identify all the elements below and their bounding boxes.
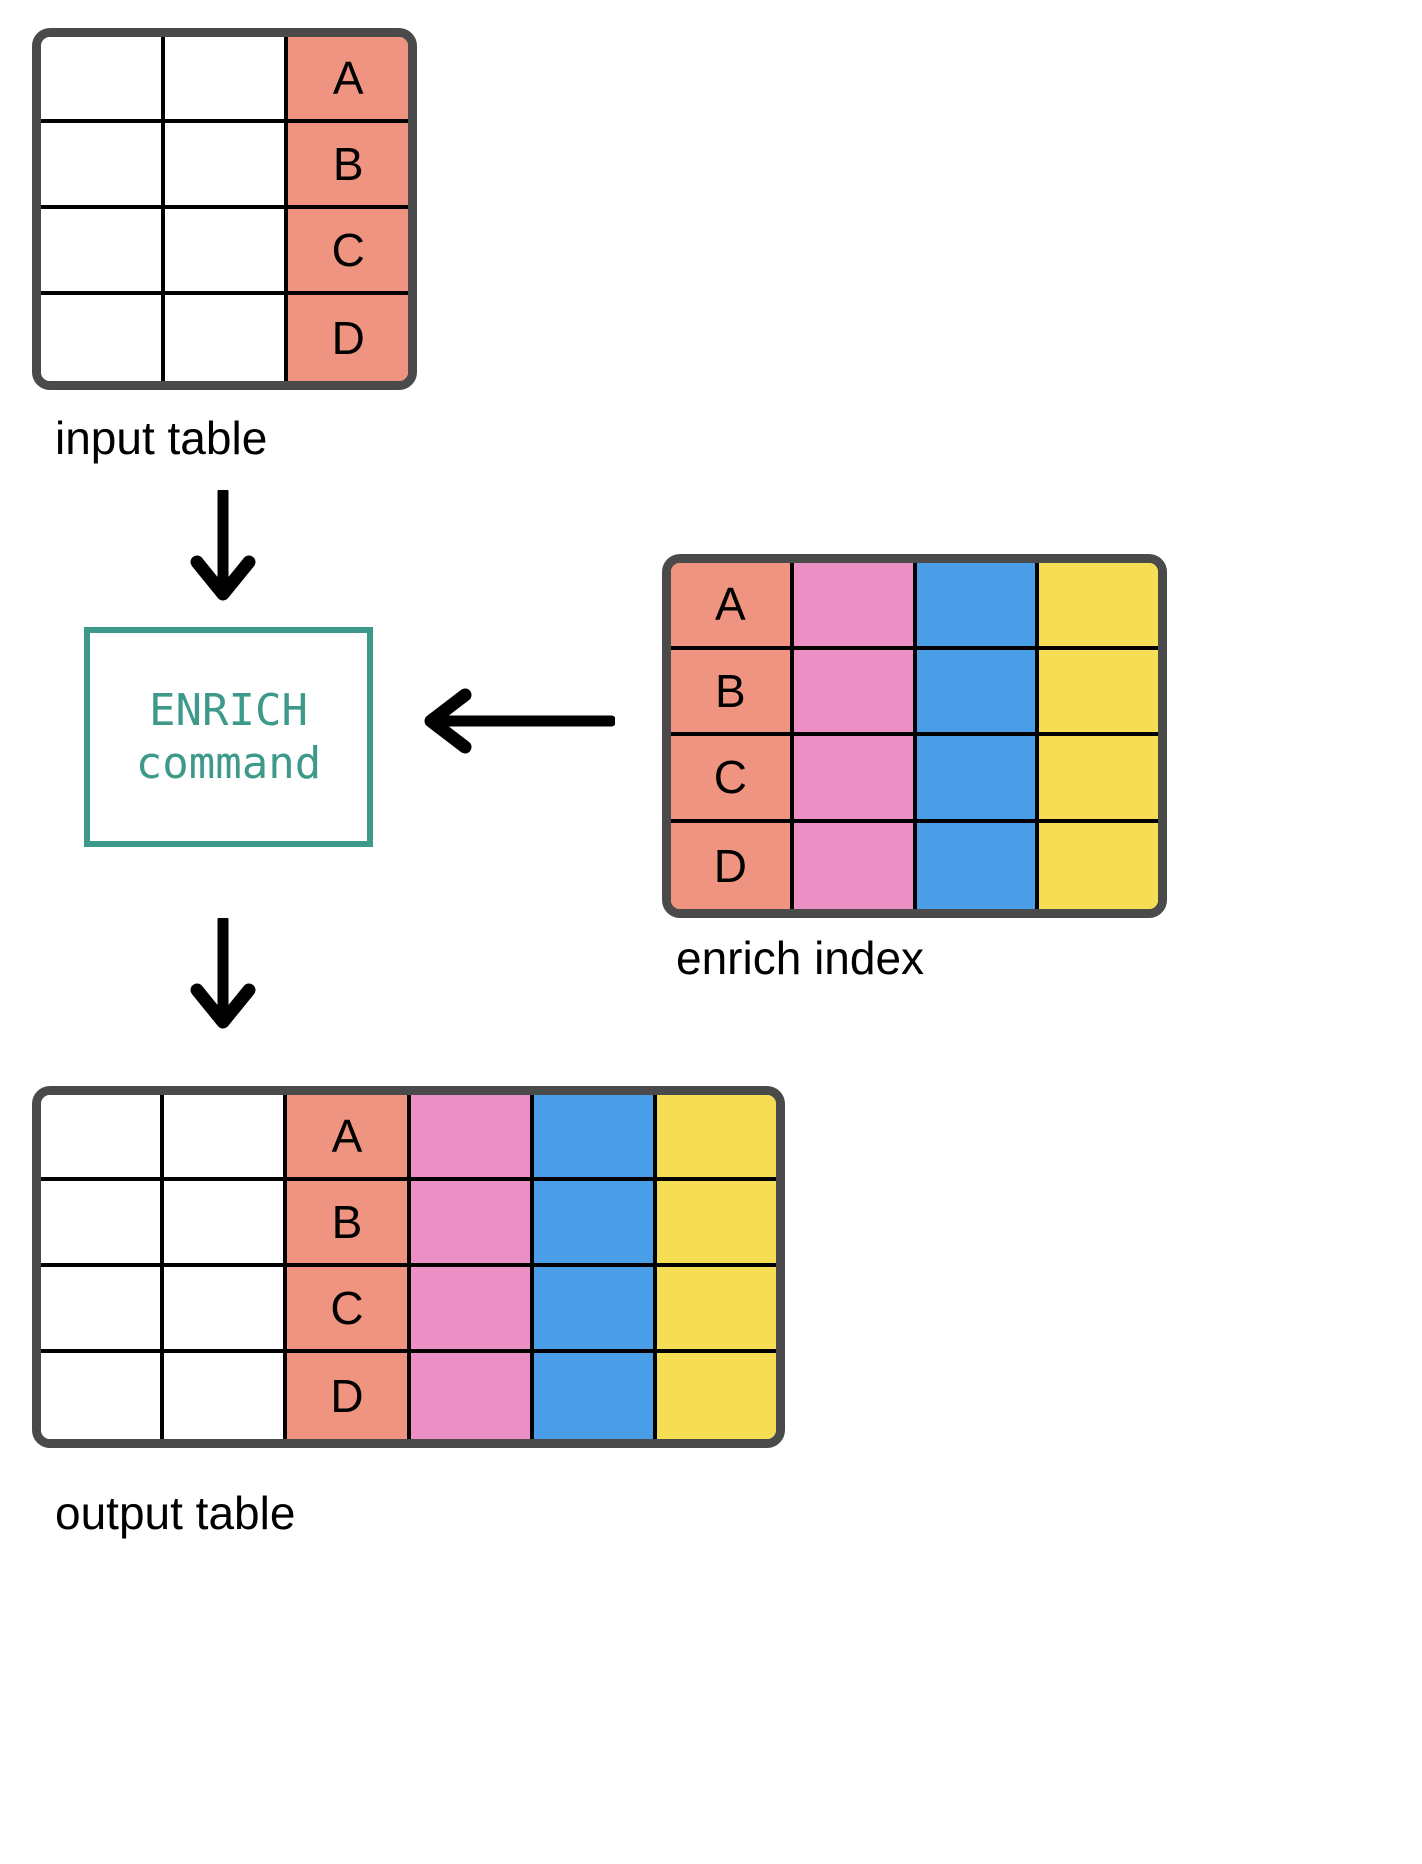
enrich-index-cell-enrich-col-2 xyxy=(916,649,1040,736)
enrich-index-cell-enrich-col-3 xyxy=(1039,563,1158,650)
input-table-cell-key-col: C xyxy=(288,209,408,295)
output-table-cell-blank-col-1 xyxy=(41,1267,165,1353)
input-table-row: A xyxy=(41,37,408,123)
output-table-row: C xyxy=(41,1267,776,1353)
enrich-index-cell-enrich-col-1 xyxy=(793,822,917,909)
input-table-cell-blank-col-2 xyxy=(164,37,289,123)
output-table-cell-key-col: C xyxy=(287,1267,411,1353)
enrich-command-box[interactable]: ENRICH command xyxy=(84,627,373,847)
enrich-index-cell-enrich-col-1 xyxy=(793,563,917,650)
input-table-row: D xyxy=(41,295,408,381)
arrow-down-icon xyxy=(190,914,256,1029)
enrich-index-cell-enrich-col-1 xyxy=(793,736,917,823)
enrich-index-row: B xyxy=(671,649,1158,736)
output-table-row: A xyxy=(41,1095,776,1181)
arrow-input-to-command xyxy=(180,486,280,605)
output-table-cell-enrich-col-2 xyxy=(533,1353,657,1439)
output-table-cell-key-col: D xyxy=(287,1353,411,1439)
enrich-command-line-1: ENRICH xyxy=(149,684,308,736)
output-table-cell-enrich-col-3 xyxy=(656,1267,776,1353)
input-table-cell-blank-col-1 xyxy=(41,295,165,381)
enrich-index-cell-match-col: D xyxy=(671,822,794,909)
enrich-index-cell-enrich-col-3 xyxy=(1039,649,1158,736)
input-table-row: B xyxy=(41,123,408,209)
enrich-command-line-2: command xyxy=(135,738,322,789)
output-table-row: B xyxy=(41,1181,776,1267)
enrich-index-cell-match-col: C xyxy=(671,736,794,823)
input-table-cell-key-col: B xyxy=(288,123,408,209)
output-table-cell-enrich-col-1 xyxy=(410,1095,534,1181)
output-table-cell-blank-col-1 xyxy=(41,1353,165,1439)
input-table-row: C xyxy=(41,209,408,295)
enrich-index-row: D xyxy=(671,822,1158,909)
input-table-cell-blank-col-1 xyxy=(41,37,165,123)
output-table-cell-blank-col-1 xyxy=(41,1095,165,1181)
input-table-cell-blank-col-2 xyxy=(164,295,289,381)
enrich-index-cell-enrich-col-2 xyxy=(916,736,1040,823)
input-table-cell-blank-col-1 xyxy=(41,209,165,295)
arrow-down-icon xyxy=(190,486,256,601)
output-table-cell-enrich-col-3 xyxy=(656,1095,776,1181)
input-table-cell-key-col: A xyxy=(288,37,408,123)
output-table-cell-enrich-col-3 xyxy=(656,1181,776,1267)
enrich-index-cell-enrich-col-2 xyxy=(916,563,1040,650)
enrich-index-cell-enrich-col-2 xyxy=(916,822,1040,909)
enrich-index-row: A xyxy=(671,563,1158,650)
enrich-index-cell-match-col: A xyxy=(671,563,794,650)
enrich-index-cell-enrich-col-3 xyxy=(1039,736,1158,823)
output-table-cell-enrich-col-1 xyxy=(410,1353,534,1439)
output-table-cell-enrich-col-2 xyxy=(533,1095,657,1181)
input-table-cell-blank-col-2 xyxy=(164,209,289,295)
arrow-command-to-output xyxy=(180,914,280,1033)
output-table-cell-blank-col-2 xyxy=(164,1353,288,1439)
output-table-cell-blank-col-2 xyxy=(164,1095,288,1181)
input-table-caption: input table xyxy=(55,412,268,464)
output-table-caption: output table xyxy=(55,1487,296,1539)
enrich-index-caption: enrich index xyxy=(676,932,925,984)
enrich-index-cell-enrich-col-1 xyxy=(793,649,917,736)
input-table-cell-blank-col-2 xyxy=(164,123,289,209)
output-table-cell-enrich-col-2 xyxy=(533,1267,657,1353)
output-table-cell-key-col: B xyxy=(287,1181,411,1267)
enrich-index-row: C xyxy=(671,736,1158,823)
output-table-cell-blank-col-2 xyxy=(164,1267,288,1353)
output-table-cell-enrich-col-1 xyxy=(410,1267,534,1353)
output-table-cell-enrich-col-3 xyxy=(656,1353,776,1439)
output-table-cell-blank-col-1 xyxy=(41,1181,165,1267)
arrow-left-icon xyxy=(424,688,617,754)
arrow-enrich-index-to-command xyxy=(415,680,617,760)
enrich-index-cell-enrich-col-3 xyxy=(1039,822,1158,909)
input-table-cell-key-col: D xyxy=(288,295,408,381)
output-table-cell-enrich-col-2 xyxy=(533,1181,657,1267)
input-table-cell-blank-col-1 xyxy=(41,123,165,209)
output-table-cell-blank-col-2 xyxy=(164,1181,288,1267)
enrich-index-cell-match-col: B xyxy=(671,649,794,736)
output-table-cell-enrich-col-1 xyxy=(410,1181,534,1267)
output-table-row: D xyxy=(41,1353,776,1439)
output-table-cell-key-col: A xyxy=(287,1095,411,1181)
